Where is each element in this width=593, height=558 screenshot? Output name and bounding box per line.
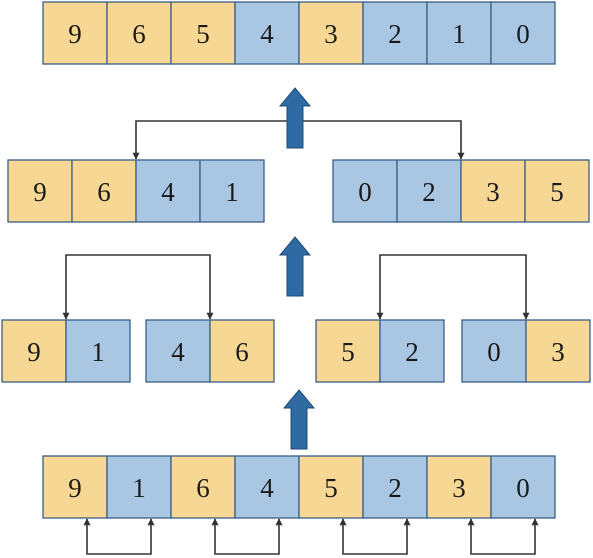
cell-value: 6 bbox=[97, 177, 111, 207]
cell-value: 0 bbox=[358, 177, 372, 207]
cell-value: 3 bbox=[551, 337, 565, 367]
cell-value: 1 bbox=[225, 177, 239, 207]
compare-connector bbox=[211, 518, 283, 555]
cell-box bbox=[199, 159, 265, 223]
compare-connector bbox=[467, 518, 539, 555]
cell-box bbox=[135, 159, 201, 223]
cell-box bbox=[315, 319, 381, 383]
cell-box bbox=[379, 319, 445, 383]
cell-value: 0 bbox=[487, 337, 501, 367]
cell-box bbox=[298, 1, 364, 65]
row-top: 9 6 5 4 3 2 1 0 bbox=[42, 1, 556, 65]
cell-value: 4 bbox=[171, 337, 185, 367]
cell-box bbox=[490, 1, 556, 65]
up-arrow-icon bbox=[278, 236, 312, 297]
cell-box bbox=[71, 159, 137, 223]
cell-box bbox=[460, 159, 526, 223]
cell-value: 2 bbox=[405, 337, 419, 367]
cell-box bbox=[209, 319, 275, 383]
row-second: 9 6 4 1 0 2 3 5 bbox=[7, 159, 590, 223]
cell-value: 9 bbox=[68, 19, 82, 49]
cell-value: 1 bbox=[452, 19, 466, 49]
cell-value: 5 bbox=[341, 337, 355, 367]
cell-value: 1 bbox=[91, 337, 105, 367]
cell-box bbox=[170, 455, 236, 519]
cell-value: 0 bbox=[516, 473, 530, 503]
cell-box bbox=[396, 159, 462, 223]
up-arrow-icon bbox=[282, 389, 316, 450]
cell-box bbox=[524, 159, 590, 223]
row-second-group: 0 2 3 5 bbox=[332, 159, 590, 223]
cell-value: 2 bbox=[388, 19, 402, 49]
cell-value: 3 bbox=[486, 177, 500, 207]
cell-box bbox=[65, 319, 131, 383]
cell-box bbox=[1, 319, 67, 383]
cell-box bbox=[106, 455, 172, 519]
cell-value: 5 bbox=[550, 177, 564, 207]
cell-value: 2 bbox=[388, 473, 402, 503]
cell-box bbox=[7, 159, 73, 223]
compare-connector bbox=[339, 518, 411, 555]
cell-box bbox=[332, 159, 398, 223]
row-bottom: 9 1 6 4 5 2 3 0 bbox=[42, 455, 556, 519]
up-arrow-layer bbox=[278, 87, 316, 450]
cell-value: 5 bbox=[324, 473, 338, 503]
cell-value: 6 bbox=[235, 337, 249, 367]
row-top-group: 9 6 5 4 3 2 1 0 bbox=[42, 1, 556, 65]
cell-value: 3 bbox=[324, 19, 338, 49]
cell-value: 9 bbox=[27, 337, 41, 367]
cell-box bbox=[525, 319, 591, 383]
cell-box bbox=[298, 455, 364, 519]
cell-box bbox=[362, 455, 428, 519]
cell-value: 4 bbox=[260, 473, 274, 503]
cell-value: 0 bbox=[516, 19, 530, 49]
cell-value: 9 bbox=[68, 473, 82, 503]
cell-box bbox=[170, 1, 236, 65]
cell-box bbox=[490, 455, 556, 519]
cell-value: 3 bbox=[452, 473, 466, 503]
merge-connector bbox=[62, 254, 214, 320]
cell-value: 4 bbox=[260, 19, 274, 49]
cell-box bbox=[145, 319, 211, 383]
merge-connector bbox=[376, 254, 530, 320]
up-arrow-icon bbox=[278, 87, 312, 149]
cell-box bbox=[42, 1, 108, 65]
cell-box bbox=[234, 1, 300, 65]
cell-value: 5 bbox=[196, 19, 210, 49]
cell-value: 6 bbox=[196, 473, 210, 503]
cell-value: 6 bbox=[132, 19, 146, 49]
cell-value: 9 bbox=[33, 177, 47, 207]
cell-box bbox=[234, 455, 300, 519]
cell-value: 2 bbox=[422, 177, 436, 207]
cell-box bbox=[426, 1, 492, 65]
row-second-group: 9 6 4 1 bbox=[7, 159, 265, 223]
cell-box bbox=[426, 455, 492, 519]
row-bottom-group: 9 1 6 4 5 2 3 0 bbox=[42, 455, 556, 519]
cell-value: 4 bbox=[161, 177, 175, 207]
cell-value: 1 bbox=[132, 473, 146, 503]
compare-connector bbox=[83, 518, 155, 555]
cell-box bbox=[362, 1, 428, 65]
